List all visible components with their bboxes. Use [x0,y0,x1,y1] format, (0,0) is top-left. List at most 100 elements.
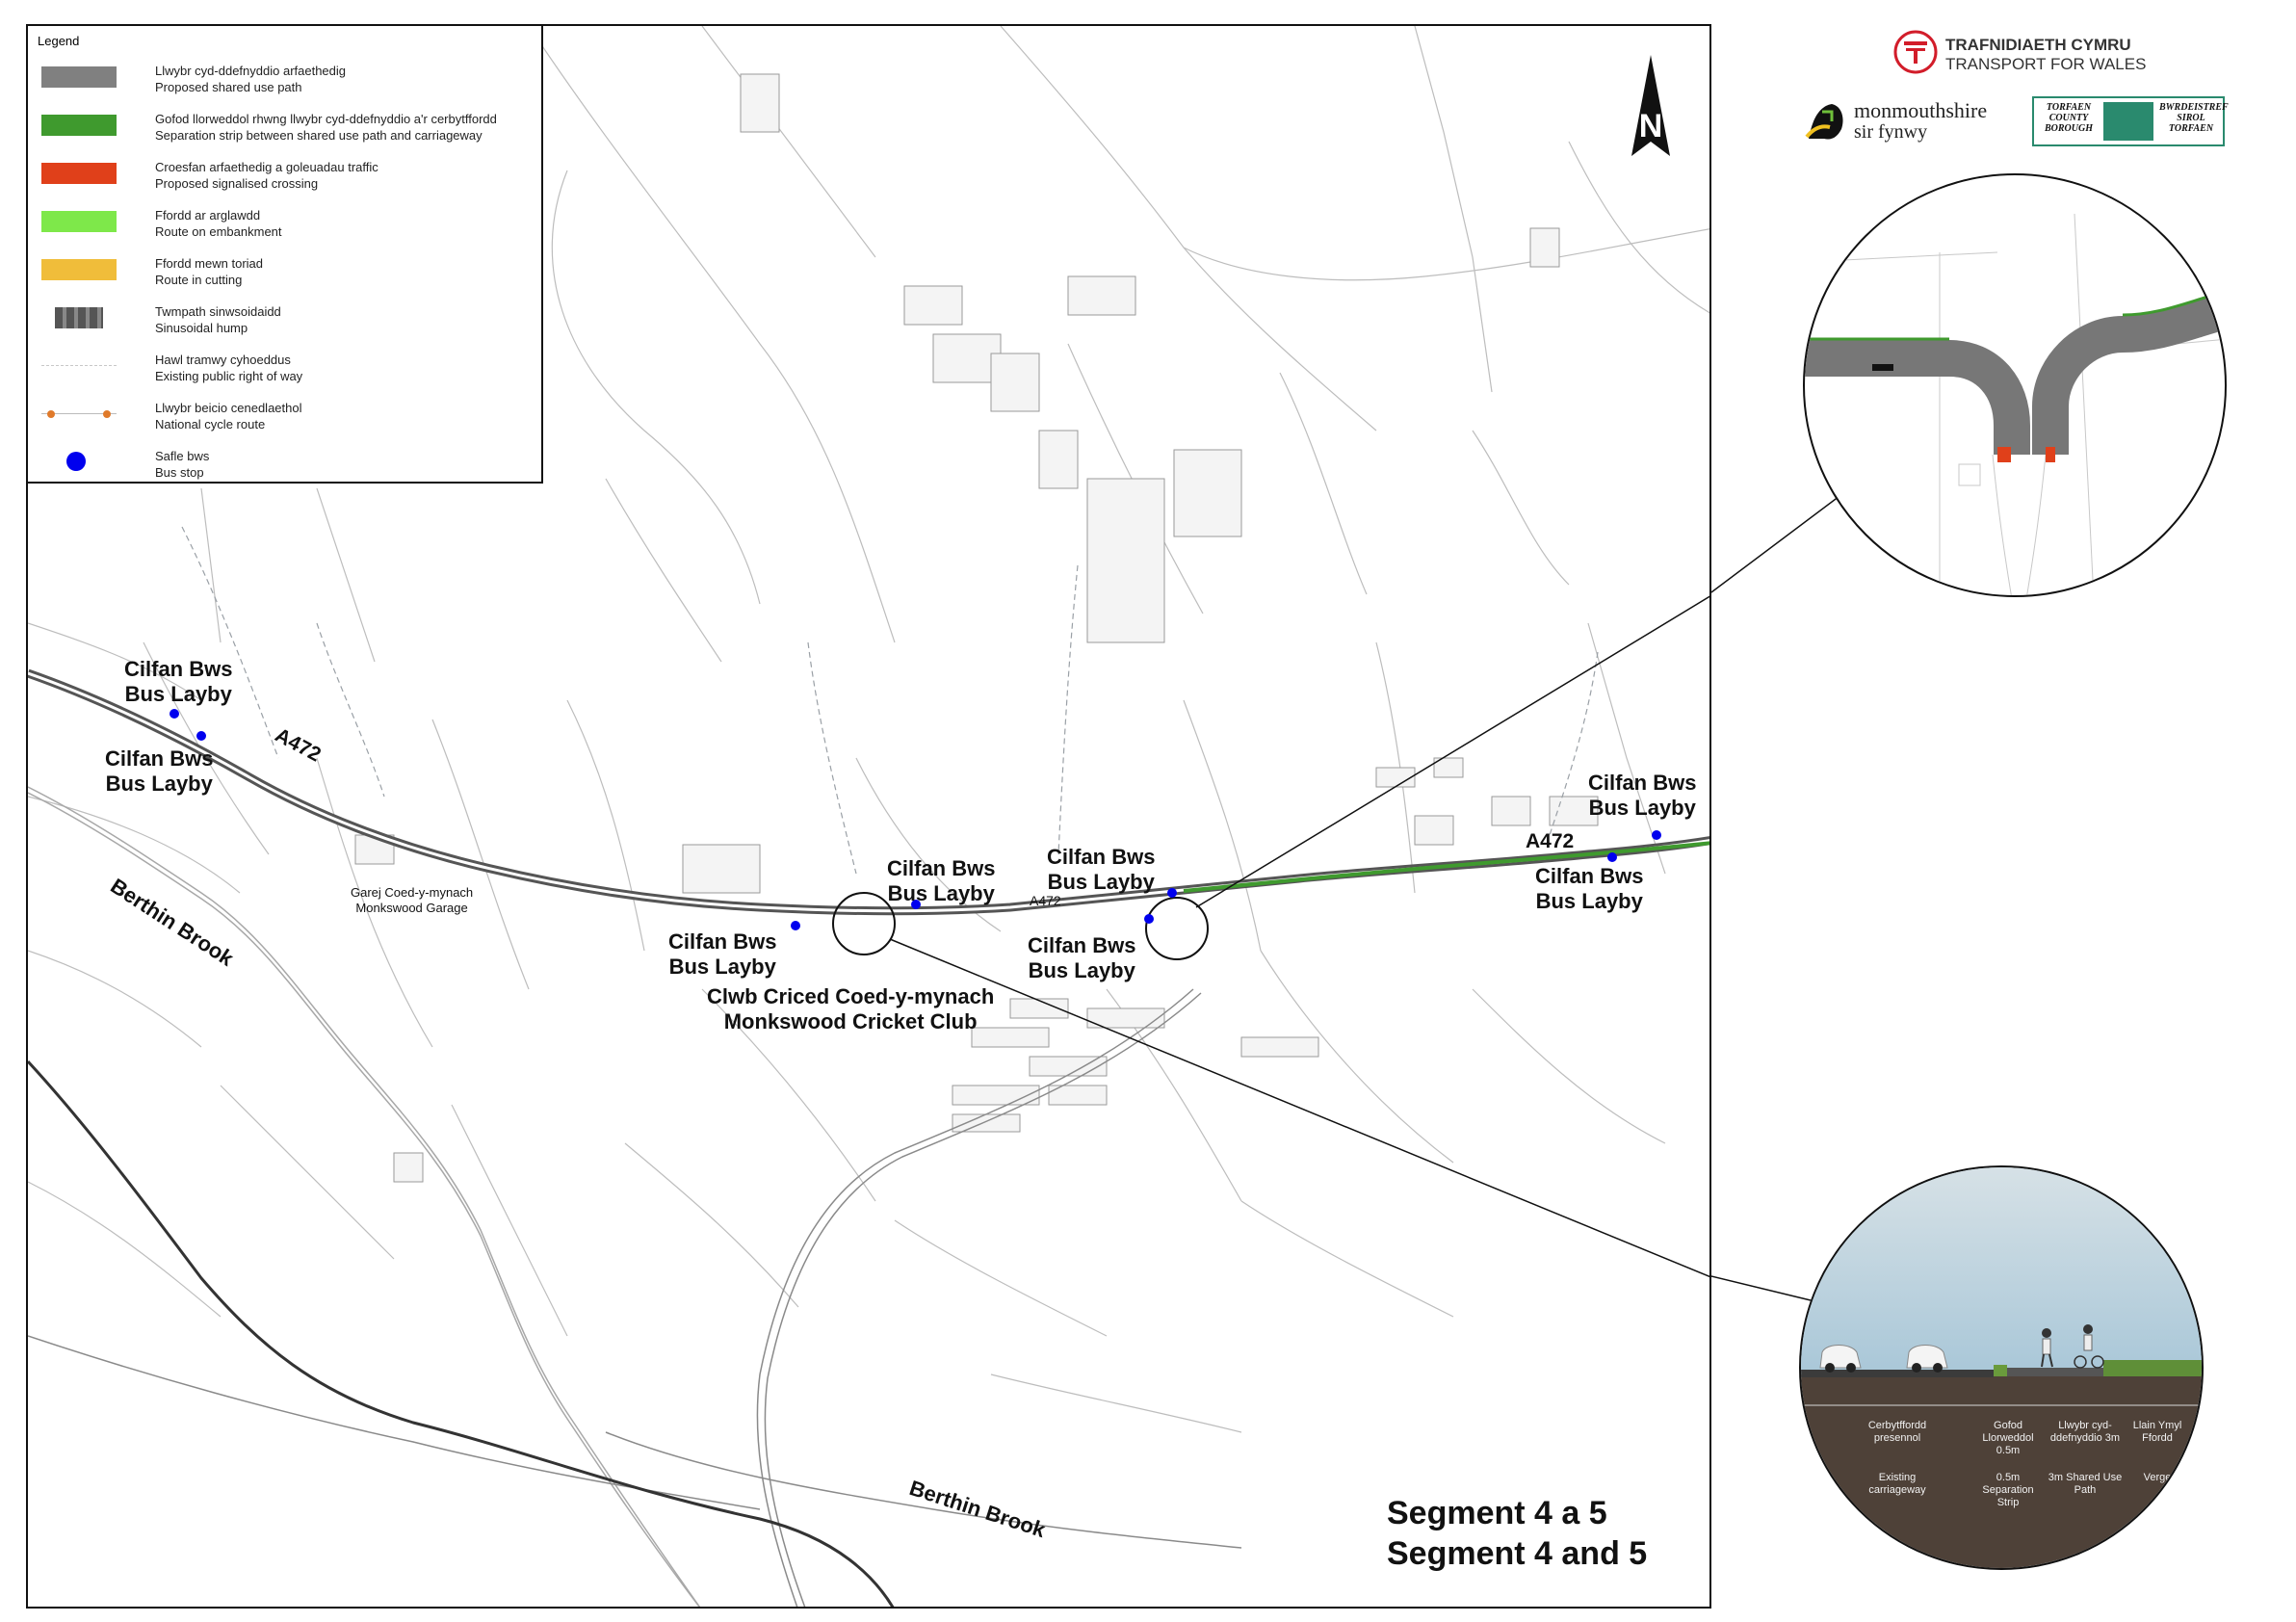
car-icon [1819,1345,1862,1373]
sir-fynwy-name: sir fynwy [1854,121,1928,143]
logos: TRAFNIDIAETH CYMRU TRANSPORT FOR WALES m… [1801,24,2263,159]
legend-label-welsh: Ffordd mewn toriad [155,256,263,271]
bus-stop-2 [196,731,206,741]
torfaen-logo-icon [2103,102,2153,141]
bus-stops [170,709,1661,930]
secondary-roads [28,988,1242,1607]
car-icon [1906,1345,1948,1373]
legend-swatch [41,66,117,88]
north-label: N [1639,108,1663,144]
monmouthshire-logo-icon [1805,104,1843,140]
road-label-a472-east: A472 [1526,830,1575,852]
legend-label-english: Proposed signalised crossing [155,176,319,191]
legend-label-welsh: Gofod llorweddol rhwng llwybr cyd-ddefny… [155,112,497,126]
cross-section-label-english: Existing carriageway [1868,1472,1926,1496]
torfaen-welsh-name: BWRDEISTREF SIROL TORFAEN [2159,102,2229,134]
legend-label-welsh: Twmpath sinwsoidaidd [155,304,281,319]
legend-label-english: Sinusoidal hump [155,321,248,335]
legend-label: Gofod llorweddol rhwng llwybr cyd-ddefny… [155,111,497,144]
legend-item: Gofod llorweddol rhwng llwybr cyd-ddefny… [38,111,538,149]
legend-label-welsh: Safle bws [155,449,210,463]
bus-stop-3 [791,921,800,930]
cross-section-label-english: 0.5m Separation Strip [1982,1472,2034,1508]
monmouthshire-logo: monmouthshire sir fynwy [1801,96,1994,149]
legend-label-english: Separation strip between shared use path… [155,128,483,143]
legend-label-welsh: Ffordd ar arglawdd [155,208,261,222]
public-right-of-way [181,526,1599,875]
legend-label-welsh: Llwybr cyd-ddefnyddio arfaethedig [155,64,347,78]
tfw-welsh-name: TRAFNIDIAETH CYMRU [1945,36,2131,54]
connector-line-junction [1195,595,1709,908]
torfaen-english-name: TORFAEN COUNTY BOROUGH [2044,102,2093,134]
a472-road [28,668,1709,916]
cross-section-label-welsh: Gofod Llorweddol 0.5m [1982,1420,2034,1456]
bus-stop-7 [1652,830,1661,840]
legend-label-english: Bus stop [155,465,204,480]
cross-section-label-welsh: Llwybr cyd-ddefnyddio 3m [2049,1420,2121,1444]
cross-section-label-welsh: Llain Ymyl Ffordd [2132,1420,2182,1444]
legend-label-welsh: Hawl tramwy cyhoeddus [155,353,291,367]
legend-label-english: Proposed shared use path [155,80,302,94]
segment-title-welsh: Segment 4 a 5 [1387,1495,1607,1531]
locator-circle-junction [1145,897,1209,960]
cross-section-drawing [1801,1167,2202,1568]
bus-stop-4 [911,900,921,909]
legend-label: Croesfan arfaethedig a goleuadau traffic… [155,159,378,192]
cross-section-label-english: 3m Shared Use Path [2048,1472,2123,1496]
legend-label-english: Route in cutting [155,273,243,287]
connector-line-cross-section [889,938,1709,1278]
bus-stop-6 [1144,914,1154,924]
railway-line [28,1060,895,1607]
monmouthshire-name: monmouthshire [1854,98,1988,122]
legend-label-english: Route on embankment [155,224,282,239]
tfw-logo-icon [1893,30,1938,74]
segment-title: Segment 4 a 5 Segment 4 and 5 [1387,1493,1647,1574]
base-map [28,26,1709,1607]
locator-circle-cross-section [832,892,896,955]
legend-swatch [66,452,86,471]
legend-title: Legend [38,34,80,48]
legend-swatch [41,259,117,280]
junction-detail-drawing [1805,213,2225,595]
legend-label-english: Existing public right of way [155,369,303,383]
north-arrow-icon: N [1631,55,1670,156]
legend-swatch [41,115,117,136]
legend-label-welsh: Croesfan arfaethedig a goleuadau traffic [155,160,378,174]
bus-stop-8 [1607,852,1617,862]
legend-swatch [41,365,117,366]
legend-label-welsh: Llwybr beicio cenedlaethol [155,401,302,415]
torfaen-logo: TORFAEN COUNTY BOROUGH BWRDEISTREF SIROL… [2032,96,2229,146]
buildings [354,73,1599,1183]
legend-swatch [41,163,117,184]
junction-detail-inset [1803,173,2227,597]
pedestrian-icon [2041,1328,2053,1368]
legend-swatch [55,307,103,328]
legend-swatch [41,211,117,232]
cross-section-label-welsh: Cerbytffordd presennol [1867,1420,1927,1444]
separation-strip [1183,841,1709,893]
legend-label-english: National cycle route [155,417,266,432]
